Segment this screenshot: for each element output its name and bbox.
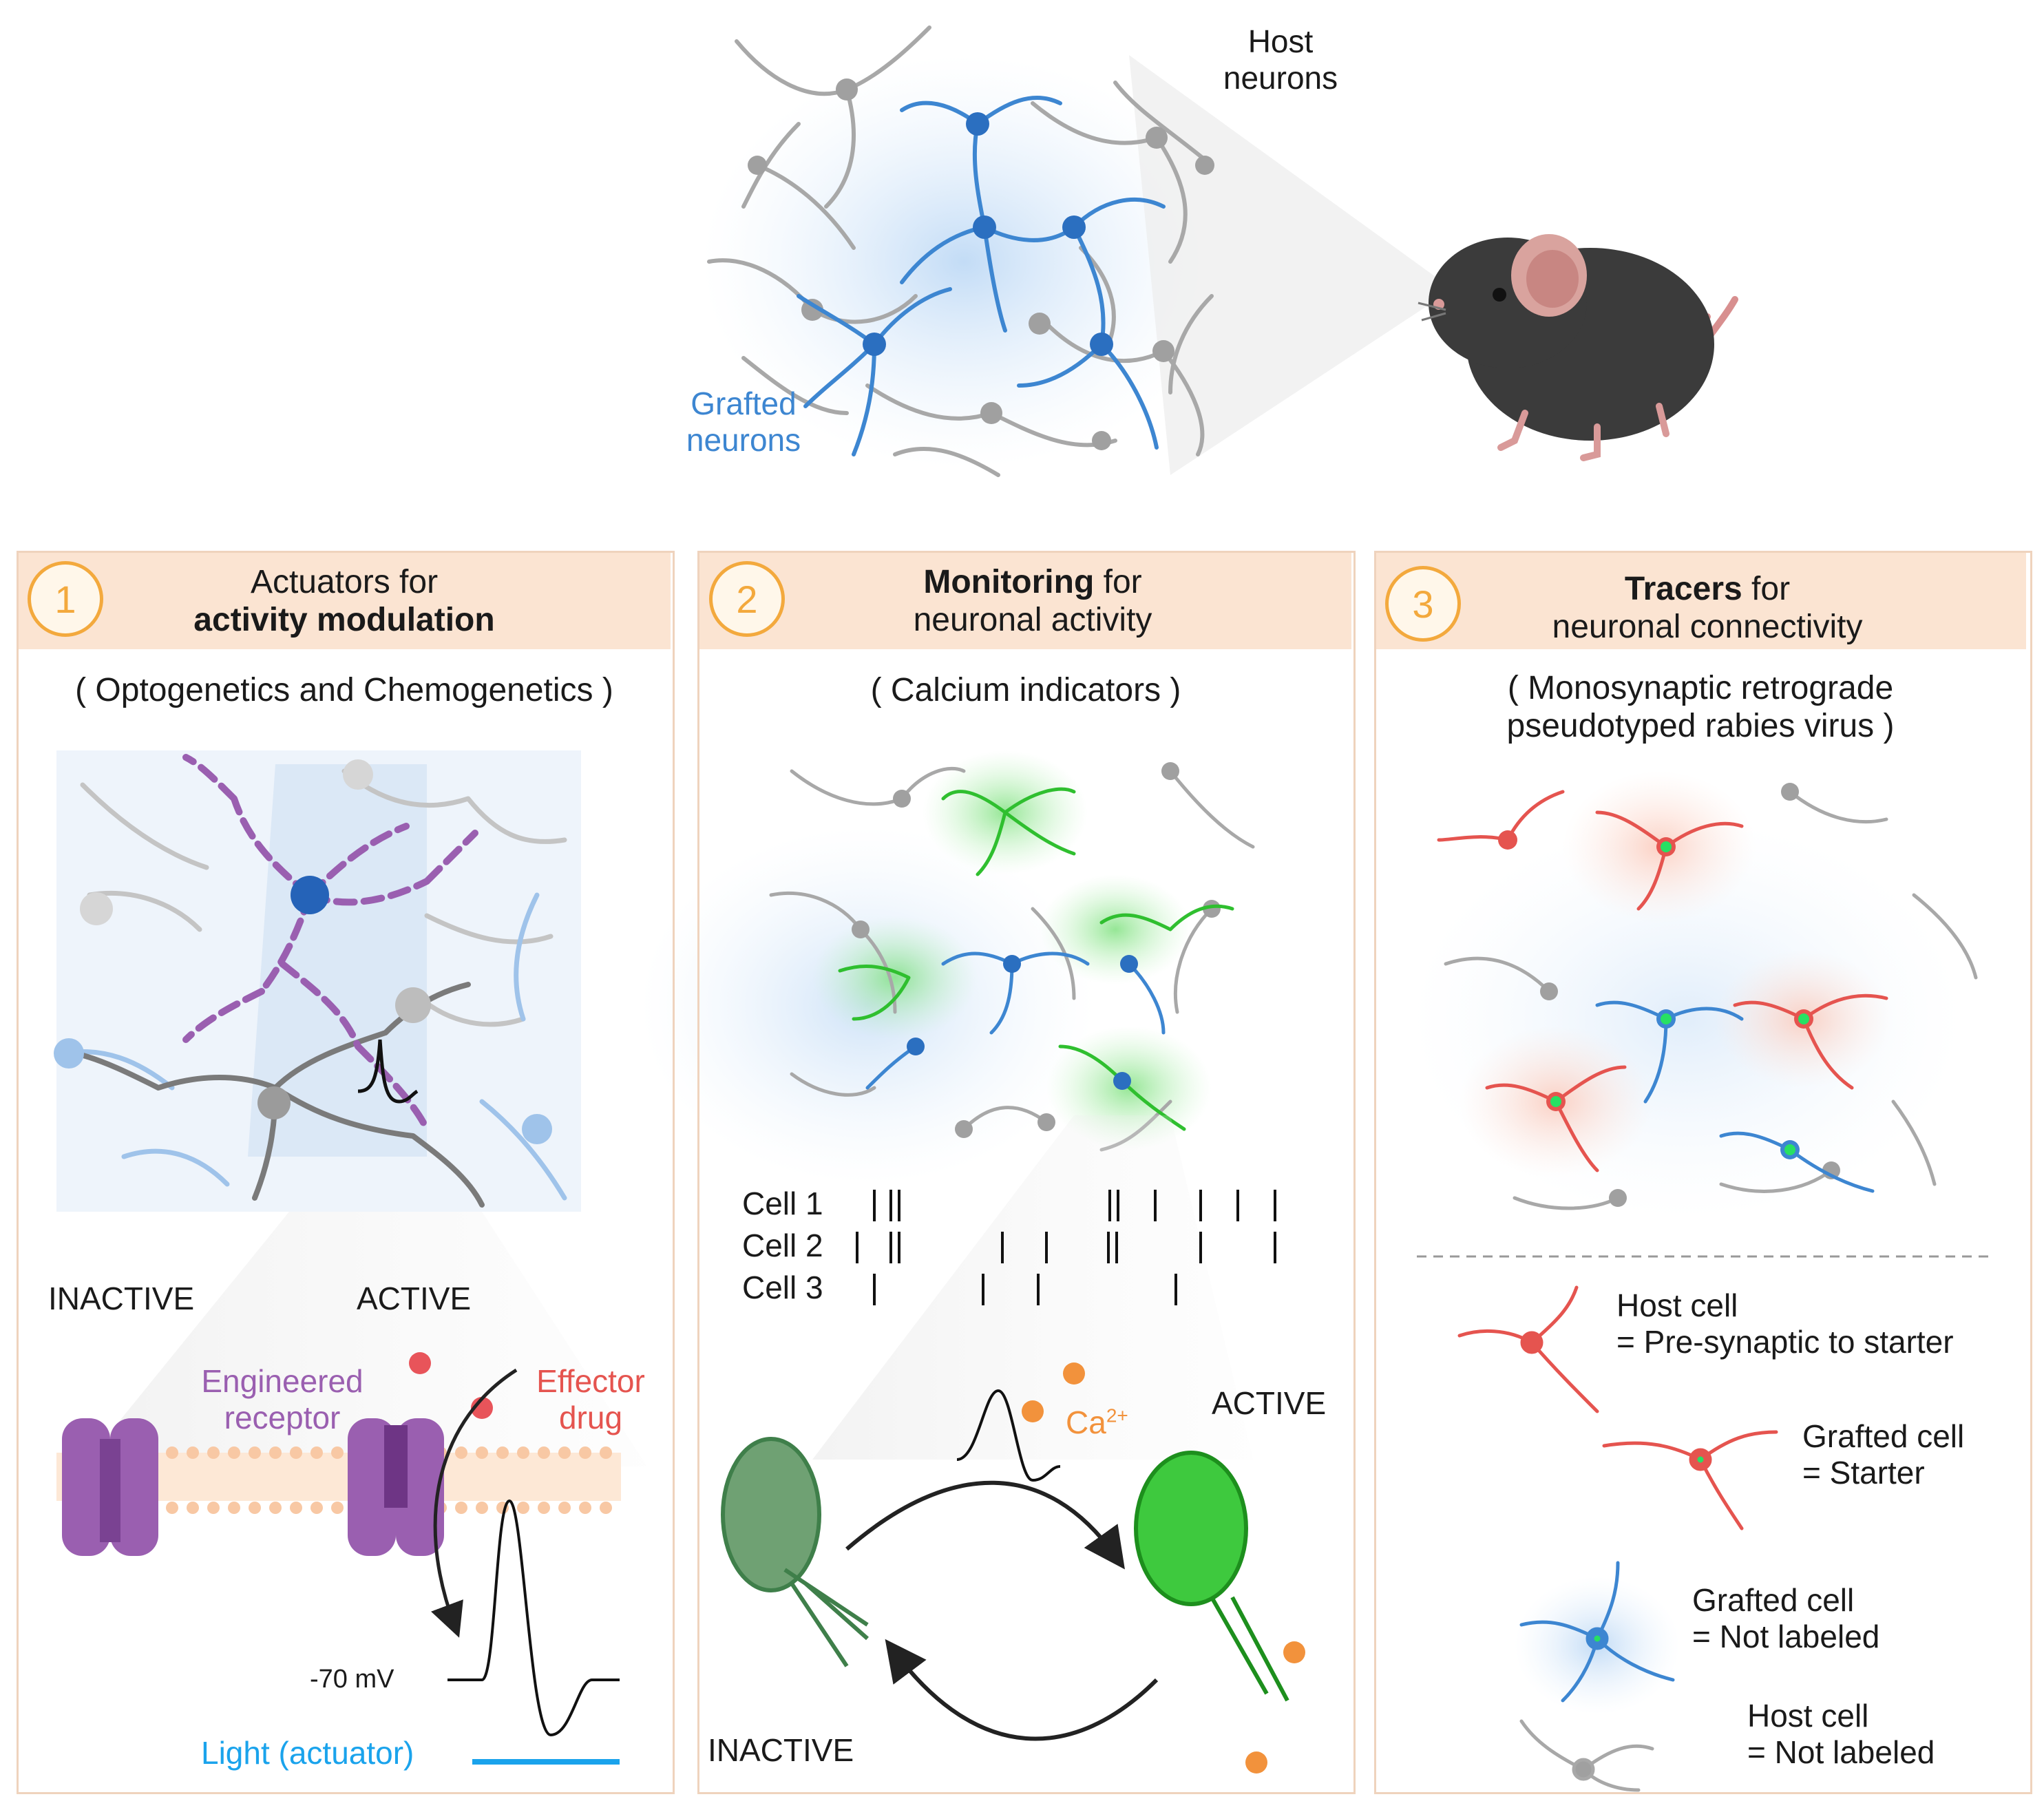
legend-neuron-grafted-starter — [1602, 1430, 1778, 1530]
panel-3-title-rest: for — [1742, 571, 1791, 607]
legend-neuron-host-pre — [1457, 1285, 1599, 1413]
legend-grafted-unlabeled-line2: = Not labeled — [1692, 1618, 1880, 1654]
panel-3-number-badge: 3 — [1385, 566, 1461, 642]
effector-drug-line1: Effector — [536, 1363, 645, 1399]
panel-2 — [697, 551, 1356, 1794]
panel-1-subtitle: ( Optogenetics and Chemogenetics ) — [75, 672, 613, 708]
panel-3-title-bold: Tracers — [1624, 571, 1742, 607]
panel-1-neuron-art — [54, 750, 647, 1765]
panel-2-number: 2 — [736, 577, 758, 621]
engineered-receptor-line1: Engineered — [201, 1363, 364, 1399]
gcamp-inactive — [721, 1437, 869, 1667]
calcium-symbol: Ca — [1066, 1404, 1106, 1440]
panel-1-inactive-label: INACTIVE — [48, 1281, 195, 1316]
panel-3-neuron-art — [1411, 771, 1990, 1792]
panel-3-subtitle: ( Monosynaptic retrograde pseudotyped ra… — [1384, 669, 2017, 745]
panel-1-title: Actuators for activity modulation — [110, 563, 578, 639]
panel-2-number-badge: 2 — [709, 561, 785, 637]
host-neurons-label-line1: Host — [1247, 23, 1314, 59]
grafted-neurons-label-line2: neurons — [686, 421, 801, 458]
host-neurons-label: Host neurons — [1212, 23, 1349, 96]
host-neurons-label-line2: neurons — [1223, 59, 1338, 96]
raster-cell-3-label: Cell 3 — [742, 1270, 823, 1305]
legend-host-unlabeled-line2: = Not labeled — [1747, 1734, 1935, 1770]
panel-1 — [17, 551, 675, 1794]
effector-drug-line2: drug — [558, 1399, 623, 1435]
mouse-illustration — [1418, 234, 1738, 461]
legend-grafted-starter: Grafted cell = Starter — [1802, 1418, 1964, 1491]
panel-2-title: Monitoring for neuronal activity — [792, 563, 1274, 639]
legend-host-unlabeled-line1: Host cell — [1747, 1698, 1869, 1734]
panel-1-active-label: ACTIVE — [357, 1281, 472, 1316]
legend-grafted-starter-line1: Grafted cell — [1802, 1418, 1965, 1454]
engineered-receptor-label: Engineered receptor — [179, 1363, 386, 1436]
legend-neuron-grafted-unlabeled — [1519, 1561, 1675, 1703]
panel-1-title-line1: Actuators for — [250, 564, 439, 600]
calcium-label: Ca2+ — [1066, 1404, 1128, 1441]
panel-3-subtitle-line1: ( Monosynaptic retrograde — [1507, 670, 1894, 706]
receptor-active — [348, 1418, 444, 1556]
gcamp-active — [1134, 1451, 1289, 1702]
panel-2-header — [699, 553, 1351, 649]
legend-grafted-unlabeled-line1: Grafted cell — [1692, 1582, 1855, 1618]
engineered-receptor-line2: receptor — [224, 1399, 341, 1435]
legend-grafted-unlabeled: Grafted cell = Not labeled — [1692, 1582, 1879, 1655]
panel-2-neuron-art — [640, 750, 1305, 1774]
effector-drug-label: Effector drug — [515, 1363, 666, 1436]
legend-neuron-host-unlabeled — [1519, 1719, 1654, 1792]
panel-1-title-line2: activity modulation — [193, 602, 495, 639]
light-actuator-label: Light (actuator) — [201, 1735, 414, 1771]
panel-3-title-line2: neuronal connectivity — [1552, 609, 1863, 646]
panel-1-number: 1 — [54, 577, 76, 621]
legend-host-presynaptic-line2: = Pre-synaptic to starter — [1616, 1323, 1954, 1360]
panel-2-inactive-label: INACTIVE — [708, 1732, 854, 1768]
top-neuron-network — [702, 25, 1453, 477]
grafted-neurons-label-line1: Grafted — [691, 386, 797, 421]
panel-1-header — [19, 553, 671, 649]
panel-3 — [1374, 551, 2032, 1794]
raster-cell-2-label: Cell 2 — [742, 1228, 823, 1263]
grafted-neurons-label: Grafted neurons — [668, 386, 819, 459]
resting-voltage-label: -70 mV — [310, 1665, 394, 1694]
receptor-inactive — [62, 1418, 158, 1556]
panel-2-title-rest: for — [1094, 564, 1142, 600]
panel-3-subtitle-line2: pseudotyped rabies virus ) — [1506, 708, 1895, 745]
panel-2-active-label: ACTIVE — [1212, 1385, 1327, 1421]
legend-grafted-starter-line2: = Starter — [1802, 1454, 1925, 1491]
panel-3-title: Tracers for neuronal connectivity — [1466, 570, 1948, 646]
panel-2-title-line2: neuronal activity — [913, 602, 1152, 639]
panel-2-subtitle: ( Calcium indicators ) — [870, 672, 1181, 708]
calcium-charge: 2+ — [1106, 1404, 1128, 1427]
legend-host-unlabeled: Host cell = Not labeled — [1747, 1698, 1935, 1771]
panel-3-number: 3 — [1412, 582, 1434, 626]
panel-1-number-badge: 1 — [28, 561, 103, 637]
panel-2-title-bold: Monitoring — [923, 564, 1095, 600]
panel-3-header — [1376, 553, 2026, 649]
legend-host-presynaptic: Host cell = Pre-synaptic to starter — [1616, 1287, 1954, 1360]
legend-host-presynaptic-line1: Host cell — [1616, 1287, 1738, 1323]
raster-cell-1-label: Cell 1 — [742, 1186, 823, 1221]
